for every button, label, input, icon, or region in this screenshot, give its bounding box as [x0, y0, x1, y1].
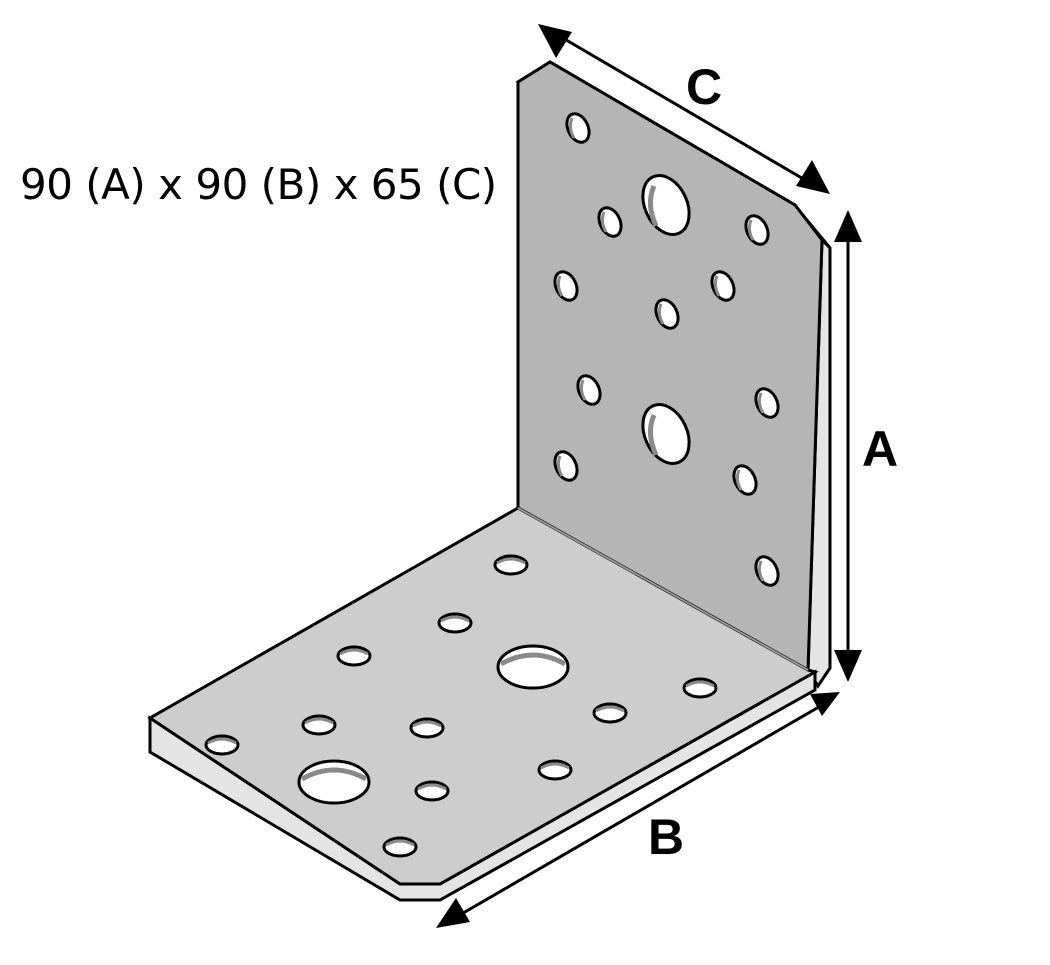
hole-small [301, 714, 337, 736]
dimension-b-arrowhead-end [810, 692, 840, 716]
dimension-b-label: B [648, 809, 685, 865]
vertical-flange-holes [553, 112, 780, 587]
hole-small [597, 206, 623, 238]
dimension-c-arrowhead-end [796, 160, 830, 194]
hole-small [553, 270, 579, 302]
dimension-c-arrow [538, 24, 830, 194]
hole-large [496, 644, 570, 690]
dimension-c-label: C [686, 59, 723, 115]
hole-large [297, 759, 371, 805]
hole-small [553, 450, 579, 482]
hole-small [754, 387, 780, 419]
hole-small [682, 677, 718, 699]
hole-small [336, 645, 372, 667]
dimension-a-label: A [862, 421, 899, 477]
hole-small [565, 112, 591, 144]
dimension-b-arrowhead-start [436, 898, 470, 928]
dimension-a-arrow [834, 210, 862, 682]
hole-small [409, 717, 445, 739]
hole-small [732, 464, 758, 496]
hole-small [414, 780, 450, 802]
hole-small [592, 702, 628, 724]
dimensions-caption: 90 (A) x 90 (B) x 65 (C) [20, 160, 497, 209]
dimension-c-arrowhead-start [538, 24, 572, 58]
dimension-b-arrow [436, 692, 840, 928]
dimension-a-arrowhead-top [834, 210, 862, 242]
hole-small [710, 270, 736, 302]
hole-small [204, 734, 240, 756]
hole-small [493, 554, 529, 576]
hole-small [654, 298, 680, 330]
bend-line [517, 507, 809, 671]
hole-small [537, 759, 573, 781]
horizontal-flange-holes [204, 554, 718, 858]
hole-small [576, 374, 602, 406]
dimension-a-arrowhead-bottom [834, 650, 862, 682]
hole-small [437, 612, 473, 634]
hole-small [754, 555, 780, 587]
hole-large [641, 403, 691, 465]
hole-small [382, 836, 418, 858]
hole-small [744, 214, 770, 246]
hole-large [641, 174, 691, 236]
